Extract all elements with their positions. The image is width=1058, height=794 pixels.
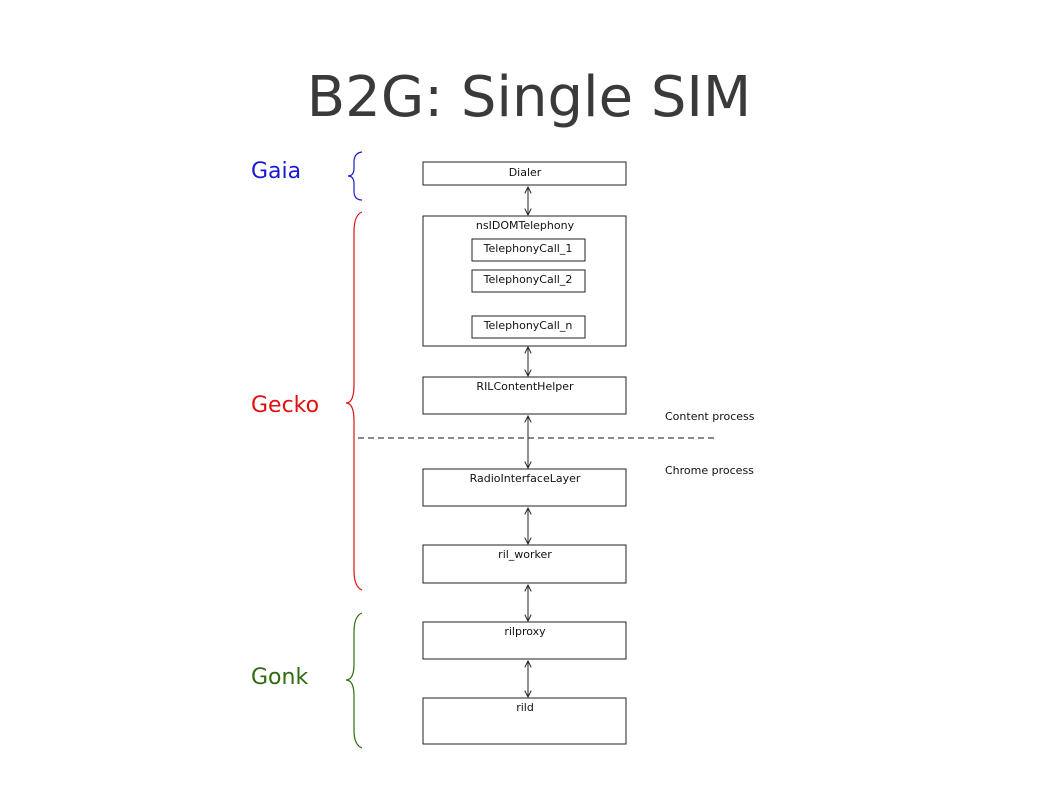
telephony-call-box-n: [471, 315, 586, 339]
dialer-box: [422, 161, 627, 186]
layer-brace-gaia: [347, 151, 363, 201]
ril-content-helper-box: [422, 376, 627, 415]
layer-label-gonk: Gonk: [251, 665, 308, 690]
telephony-call-label-2: TelephonyCall_2: [483, 273, 573, 286]
telephony-label: nsIDOMTelephony: [476, 219, 575, 232]
layer-label-gecko: Gecko: [251, 393, 319, 418]
ril-worker-label: ril_worker: [498, 548, 552, 561]
slide-title: B2G: Single SIM: [306, 65, 752, 130]
rilproxy-box: [422, 621, 627, 660]
rild-label: rild: [516, 701, 534, 714]
content-process-label: Content process: [665, 410, 755, 423]
layer-brace-gecko: [345, 211, 363, 591]
dialer-label: Dialer: [509, 166, 542, 179]
rilproxy-label: rilproxy: [504, 625, 546, 638]
ril-worker-box: [422, 544, 627, 584]
telephony-call-label-1: TelephonyCall_1: [483, 242, 573, 255]
rild-box: [422, 697, 627, 745]
ril-content-helper-label: RILContentHelper: [476, 380, 574, 393]
telephony-call-box-2: [471, 269, 586, 293]
telephony-call-box-1: [471, 238, 586, 262]
layer-label-gaia: Gaia: [251, 159, 301, 184]
radio-interface-layer-label: RadioInterfaceLayer: [470, 472, 581, 485]
layer-brace-gonk: [345, 612, 363, 749]
radio-interface-layer-box: [422, 468, 627, 507]
chrome-process-label: Chrome process: [665, 464, 754, 477]
telephony-call-label-n: TelephonyCall_n: [483, 319, 573, 332]
